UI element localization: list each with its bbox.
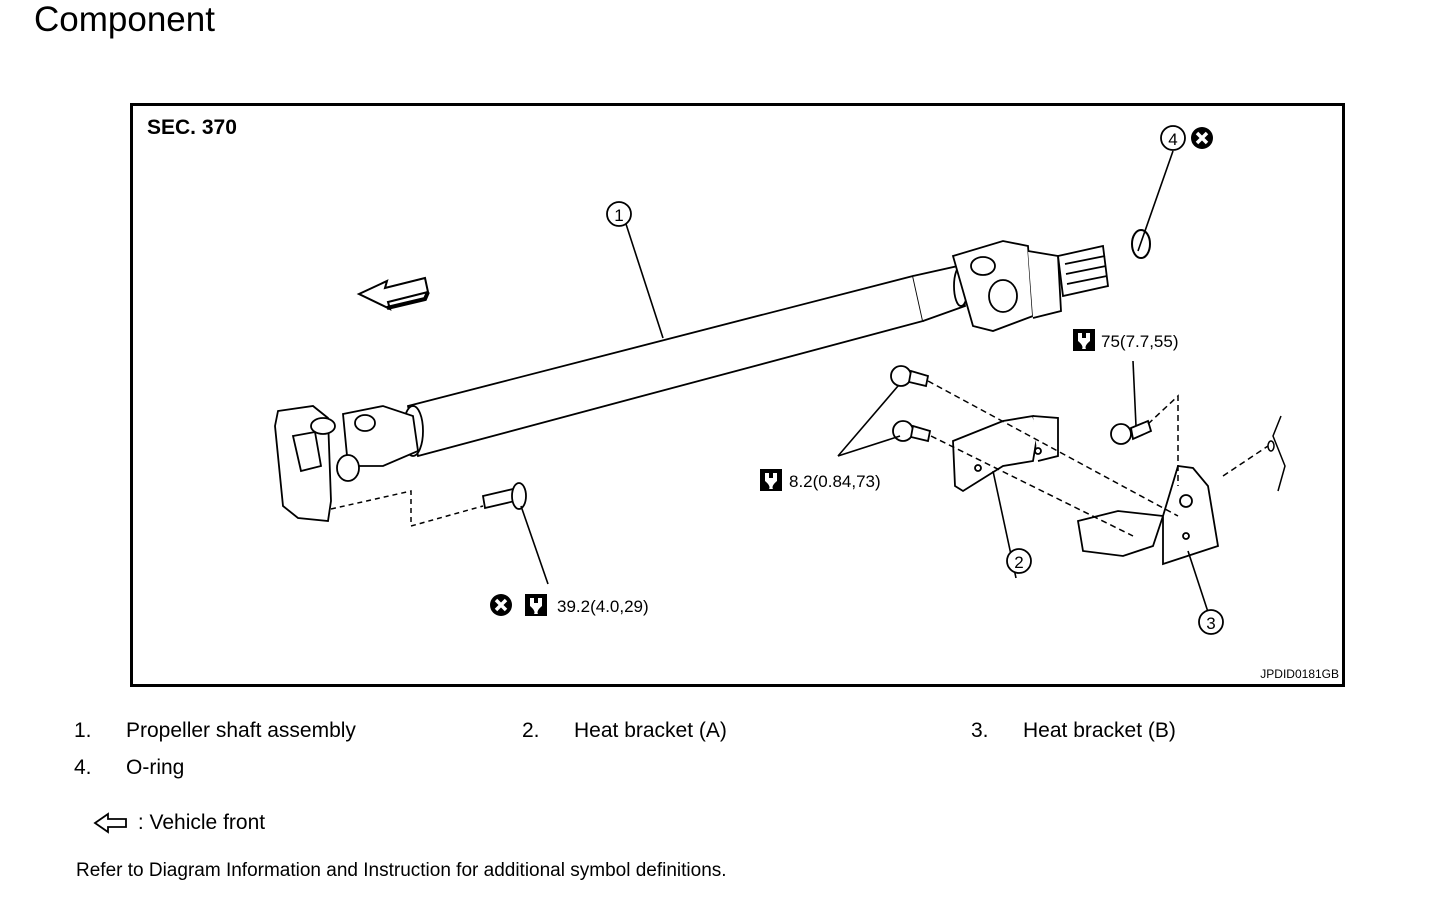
callout-4: 4 [1160,125,1186,151]
heat-bracket-a [952,414,1059,493]
torque-wrench-icon [1073,329,1095,351]
torque-wrench-icon [525,594,547,616]
legend-item: 4. O-ring [74,756,185,779]
torque-flange-bolt: 39.2(4.0,29) [557,597,649,616]
heat-bracket-b [1076,465,1220,566]
page-title: Component [34,0,215,39]
torque-bracket-bolts: 8.2(0.84,73) [789,472,881,491]
callout-3: 3 [1198,609,1224,635]
section-label: SEC. 370 [147,116,237,139]
legend-item: 2. Heat bracket (A) [522,719,727,742]
callout-1: 1 [606,201,632,227]
torque-wrench-icon [760,469,782,491]
vehicle-front-note: : Vehicle front [92,811,265,835]
svg-text:4: 4 [1168,130,1177,149]
legend-item: 3. Heat bracket (B) [971,719,1176,742]
o-ring [1131,229,1151,259]
callout-2: 2 [1006,548,1032,574]
do-not-reuse-icon [1189,125,1215,151]
legend-item: 1. Propeller shaft assembly [74,719,356,742]
leader-lines [520,150,1209,613]
do-not-reuse-icon [488,592,514,618]
svg-text:2: 2 [1014,553,1023,572]
diagram-canvas: 1 2 3 4 75(7.7,55) 8.2(0.84,73) 39.2(4.0… [274,125,1286,635]
figure-code: JPDID0181GB [1260,667,1339,681]
vehicle-front-arrow-icon [93,812,127,835]
vehicle-front-arrow-icon [356,276,430,311]
propeller-shaft [274,240,1109,522]
svg-text:1: 1 [614,206,623,225]
svg-text:3: 3 [1206,614,1215,633]
reference-note: Refer to Diagram Information and Instruc… [76,860,727,881]
torque-upper-bolt: 75(7.7,55) [1101,332,1179,351]
flange-bolt [481,482,527,510]
component-figure: 1 2 3 4 75(7.7,55) 8.2(0.84,73) 39.2(4.0… [130,103,1345,687]
